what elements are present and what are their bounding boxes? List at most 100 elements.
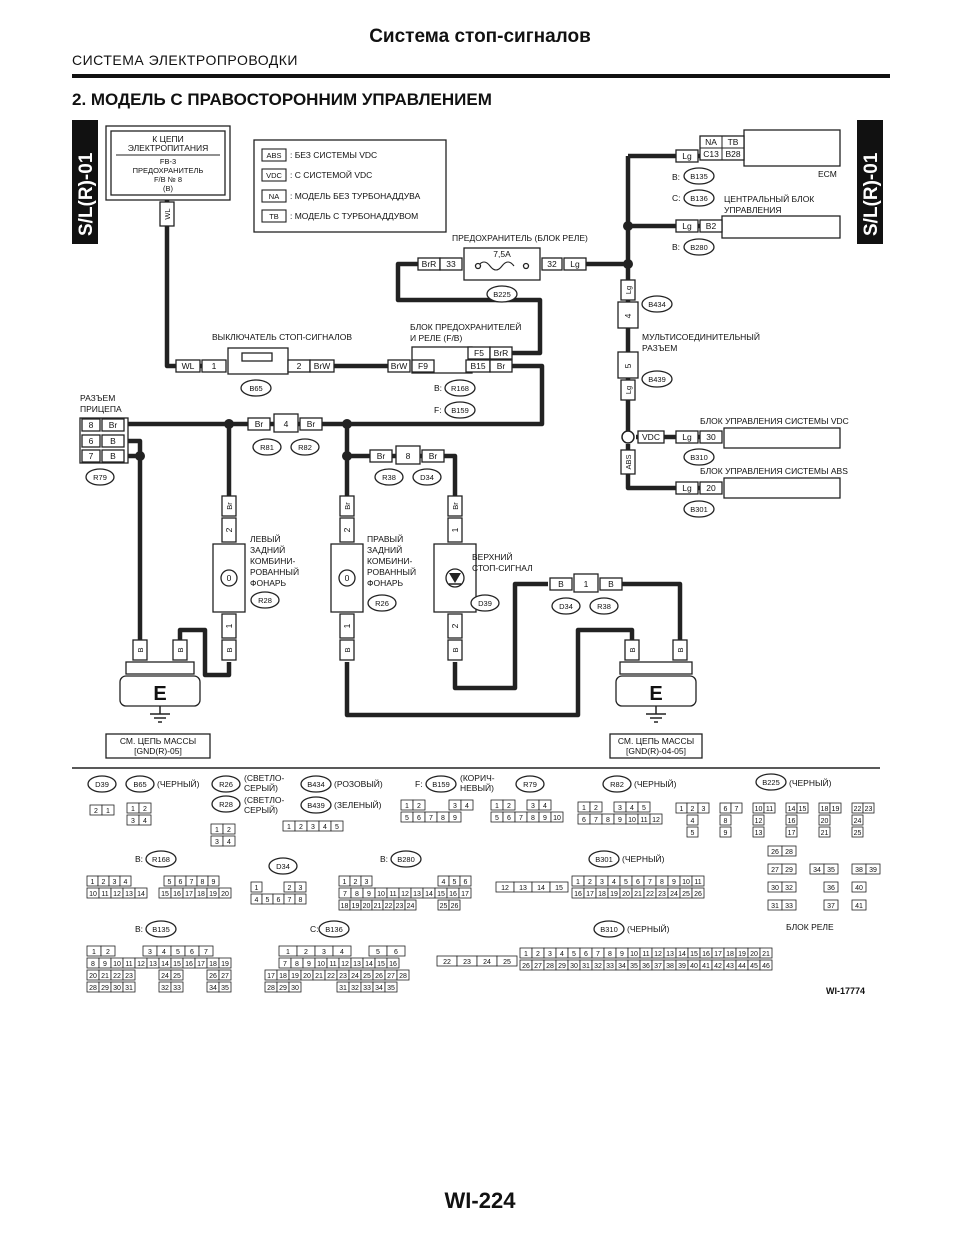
multi-connector[interactable]: Lg 4 5 Lg B434 B439 МУЛЬТИСОЕДИНИТЕЛЬНЫЙ… [617,279,760,401]
svg-text:BrR: BrR [422,259,437,269]
vdc-control-unit[interactable]: БЛОК УПРАВЛЕНИЯ СИСТЕМЫ VDC 30 Lg VDC B3… [637,416,849,466]
connector-pin-number: 6 [636,879,640,886]
connector-pin-number: 22 [385,903,393,910]
connector-pin-number: 23 [463,959,471,966]
connector-pin-number: 1 [495,803,499,810]
fuse-7-5a[interactable]: ПРЕДОХРАНИТЕЛЬ (БЛОК РЕЛЕ) 7,5A BrR 33 3… [417,233,588,303]
svg-text:4: 4 [623,313,633,318]
svg-text:BrR: BrR [494,348,509,358]
connector-pin-number: 11 [101,891,108,898]
connector-pin-number: 3 [618,805,622,812]
svg-text:ЗАДНИЙ: ЗАДНИЙ [250,544,285,555]
connector-pin-number: 18 [209,961,217,968]
side-tag-left[interactable]: S/L(R)-01 [72,120,98,244]
svg-text:B2: B2 [706,221,717,231]
connector-pin-number: 17 [197,961,205,968]
connector-pin-number: 27 [534,963,542,970]
ground-right[interactable]: B B E СМ. ЦЕПЬ МАССЫ [GND(R)-04-05] [609,639,703,759]
legend-abs: ABS: БЕЗ СИСТЕМЫ VDC [261,148,377,162]
left-rear-combination-lamp[interactable]: Br 2 0 1 B ЛЕВЫЙ ЗАДНИЙ КОМБИНИ- РОВАННЫ… [212,495,299,661]
connector-pin-cell [781,881,797,893]
svg-text:ABS: ABS [624,454,633,469]
connector-pin-number: 4 [227,839,231,846]
connector-pin-number: 15 [555,885,563,892]
diagram-subtitle: 2. МОДЕЛЬ С ПРАВОСТОРОННИМ УПРАВЛЕНИЕМ [72,90,492,109]
connector-pin-number: 8 [91,961,95,968]
high-mount-stop-lamp[interactable]: Br 1 2 B ВЕРХНИЙ СТОП-СИГНАЛ D39 [433,495,533,661]
svg-text:R28: R28 [219,800,233,809]
connector-pin-number: 9 [543,815,547,822]
fuse-relay-block[interactable]: БЛОК ПРЕДОХРАНИТЕЛЕЙ И РЕЛЕ (F/B) F5 BrR… [387,321,521,419]
connector-pin-number: 30 [570,963,578,970]
svg-text:СМ. ЦЕПЬ МАССЫ: СМ. ЦЕПЬ МАССЫ [618,736,694,746]
power-supply-box[interactable]: К ЦЕПИ ЭЛЕКТРОПИТАНИЯ FB-3 ПРЕДОХРАНИТЕЛ… [105,125,231,227]
connector-pin-number: 10 [113,961,121,968]
svg-text:B:: B: [135,924,143,934]
connector-pin-cell [818,826,831,838]
svg-text:Lg: Lg [682,221,692,231]
connector-pin-number: 7 [648,879,652,886]
svg-text:Br: Br [497,361,506,371]
connector-pin-number: 5 [624,879,628,886]
svg-text:УПРАВЛЕНИЯ: УПРАВЛЕНИЯ [724,205,782,215]
joint-connector-d34[interactable]: B 1 B D34 R38 [549,573,623,615]
svg-text:B: B [558,579,564,589]
connector-pin-number: 1 [255,885,259,892]
svg-text:2: 2 [297,361,302,371]
connector-pin-number: 39 [678,963,686,970]
joint-connector-r81[interactable]: Br 4 Br R81 R82 [247,413,323,456]
connector-pin-number: 4 [560,951,564,958]
ground-left[interactable]: B B E СМ. ЦЕПЬ МАССЫ [GND(R)-05] [105,639,211,759]
connector-pin-number: 4 [143,818,147,825]
connector-pin-cell [412,799,426,811]
svg-text:(ЗЕЛЕНЫЙ): (ЗЕЛЕНЫЙ) [334,799,382,810]
connector-pin-number: 15 [690,951,698,958]
connector-views-row2: B: R168 D34 B: B280 B301 (ЧЕРНЫЙ) [135,850,665,875]
svg-text:[GND(R)-04-05]: [GND(R)-04-05] [626,746,686,756]
connector-pin-number: 19 [738,951,746,958]
connector-pin-number: 37 [827,903,835,910]
ecm-unit[interactable]: NA TB C13 B28 Lg ECM B: B135 C: B136 [672,129,841,207]
svg-text:B135: B135 [152,925,170,934]
svg-text:B: B [676,647,685,652]
svg-text:B136: B136 [325,925,343,934]
connector-pin-number: 24 [854,818,862,825]
connector-pin-number: 3 [702,806,706,813]
connector-pin-number: 29 [279,985,287,992]
svg-text:(ЧЕРНЫЙ): (ЧЕРНЫЙ) [627,923,670,934]
connector-pin-number: 1 [286,949,290,956]
svg-text:30: 30 [706,432,716,442]
svg-text:B434: B434 [648,300,666,309]
side-tag-right[interactable]: S/L(R)-01 [857,120,883,244]
connector-pin-number: 15 [161,891,169,898]
svg-text:B159: B159 [432,780,450,789]
connector-pin-number: 28 [785,849,793,856]
right-rear-combination-lamp[interactable]: Br 2 0 1 B ПРАВЫЙ ЗАДНИЙ КОМБИНИ- РОВАНН… [330,495,416,661]
connector-pin-number: 23 [658,891,666,898]
connector-pin-cell [119,875,132,887]
connector-pin-number: 16 [702,951,710,958]
connector-pin-number: 4 [442,879,446,886]
connector-pin-cell [448,899,461,911]
svg-text:F9: F9 [418,361,428,371]
svg-text:F:: F: [415,779,423,789]
joint-connector-r38[interactable]: Br 8 Br R38 D34 [369,445,445,486]
connector-pin-cell [752,814,765,826]
trailer-connector[interactable]: РАЗЪЕМ ПРИЦЕПА 8 Br 6 B 7 B R79 [79,393,129,486]
connector-pin-number: 26 [209,973,217,980]
connector-pin-cell [851,881,867,893]
svg-text:: БЕЗ СИСТЕМЫ VDC: : БЕЗ СИСТЕМЫ VDC [290,150,377,160]
connector-pin-number: 5 [572,951,576,958]
central-control-unit[interactable]: ЦЕНТРАЛЬНЫЙ БЛОК УПРАВЛЕНИЯ B2 Lg B: B28… [672,193,841,256]
connector-pin-number: 25 [363,973,371,980]
connector-pin-cell [781,845,797,857]
connector-pin-cell [288,981,302,993]
connector-pin-number: 26 [522,963,530,970]
connector-pin-number: 10 [755,806,763,813]
svg-text:БЛОК УПРАВЛЕНИЯ СИСТЕМЫ VDC: БЛОК УПРАВЛЕНИЯ СИСТЕМЫ VDC [700,416,849,426]
connector-pin-number: 3 [322,949,326,956]
svg-text:S/L(R)-01: S/L(R)-01 [861,152,882,236]
junction-dots [135,221,635,461]
stop-light-switch[interactable]: ВЫКЛЮЧАТЕЛЬ СТОП-СИГНАЛОВ WL 1 2 BrW B65 [175,332,352,397]
abs-control-unit[interactable]: БЛОК УПРАВЛЕНИЯ СИСТЕМЫ ABS 20 Lg ABS B3… [620,449,848,518]
